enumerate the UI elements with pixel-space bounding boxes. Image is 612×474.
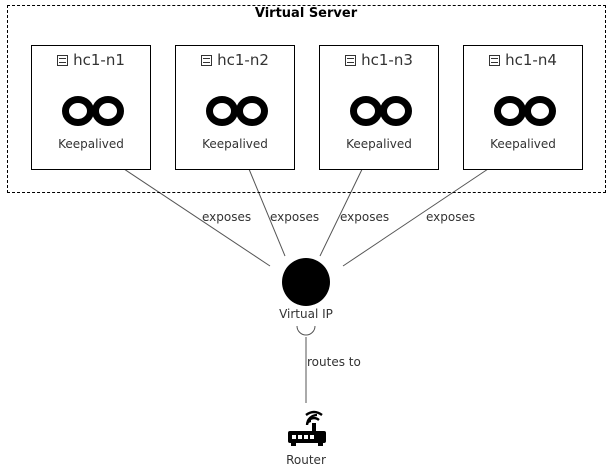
edge-n3-vip xyxy=(319,156,369,257)
node-service-label: Keepalived xyxy=(58,137,124,151)
virtual-ip-label: Virtual IP xyxy=(279,307,333,321)
router-icon[interactable] xyxy=(287,408,327,448)
router-label: Router xyxy=(286,453,326,467)
server-icon xyxy=(201,55,213,66)
node-name: hc1-n1 xyxy=(73,51,125,69)
infinity-icon xyxy=(494,96,556,126)
node-name: hc1-n3 xyxy=(361,51,413,69)
edge-label-exposes: exposes xyxy=(270,210,320,224)
edge-label-routes-to: routes to xyxy=(307,355,361,369)
virtual-ip-node[interactable] xyxy=(282,258,330,306)
node-name: hc1-n4 xyxy=(505,51,557,69)
server-icon xyxy=(489,55,501,66)
node-name: hc1-n2 xyxy=(217,51,269,69)
cluster-title: Virtual Server xyxy=(254,6,358,21)
edge-n2-vip xyxy=(243,156,286,257)
edge-label-exposes: exposes xyxy=(340,210,390,224)
node-box-hc1-n2[interactable]: hc1-n2 Keepalived xyxy=(175,45,295,170)
node-box-hc1-n1[interactable]: hc1-n1 Keepalived xyxy=(31,45,151,170)
node-box-hc1-n3[interactable]: hc1-n3 Keepalived xyxy=(319,45,439,170)
node-service-label: Keepalived xyxy=(202,137,268,151)
vip-socket-arc xyxy=(296,325,316,336)
infinity-icon xyxy=(206,96,268,126)
edge-n1-vip xyxy=(114,162,271,267)
server-icon xyxy=(57,55,69,66)
server-icon xyxy=(345,55,357,66)
edge-n4-vip xyxy=(342,162,498,267)
node-service-label: Keepalived xyxy=(346,137,412,151)
edge-label-exposes: exposes xyxy=(202,210,252,224)
node-service-label: Keepalived xyxy=(490,137,556,151)
infinity-icon xyxy=(62,96,124,126)
infinity-icon xyxy=(350,96,412,126)
virtual-server-cluster xyxy=(7,5,606,193)
edge-label-exposes: exposes xyxy=(426,210,476,224)
node-box-hc1-n4[interactable]: hc1-n4 Keepalived xyxy=(463,45,583,170)
